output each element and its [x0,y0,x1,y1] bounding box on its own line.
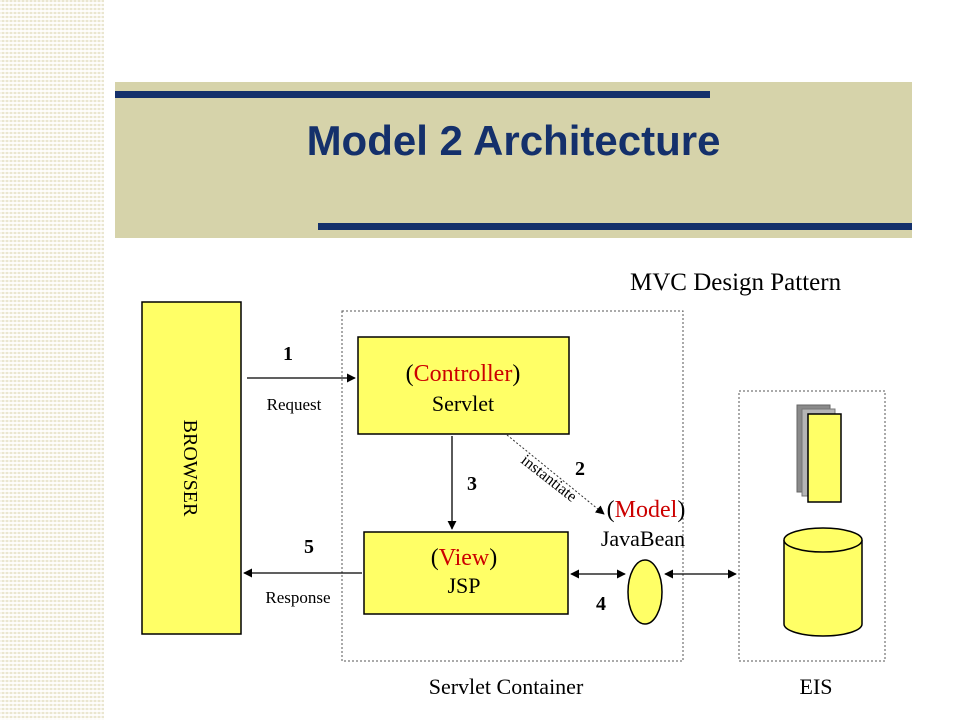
view-role-label: (View) [431,545,498,571]
servlet-container-box [341,310,684,662]
step-3-number: 3 [467,473,477,495]
decorative-stripe [0,0,104,720]
step-2-number: 2 [575,458,585,480]
javabean-ellipse [627,559,663,625]
controller-box [357,336,570,435]
eis-database-top [783,527,863,553]
browser-box [141,301,242,635]
eis-document-front [807,413,842,503]
slide-title: Model 2 Architecture [306,117,721,164]
instantiate-arrow [506,434,605,515]
request-label: Request [267,395,322,414]
title-rule-bottom [318,223,912,230]
eis-database-cylinder [783,540,863,637]
eis-label: EIS [800,674,833,699]
step-4-number: 4 [596,593,606,615]
servlet-container-label: Servlet Container [429,674,584,699]
title-band [115,82,912,238]
step-5-number: 5 [304,536,314,558]
response-label: Response [265,588,330,607]
view-name-label: JSP [447,573,480,598]
eis-container-box [738,390,886,662]
model-role-label: (Model) [607,497,686,523]
title-rule-top [115,91,710,98]
controller-name-label: Servlet [432,391,494,416]
browser-label: BROWSER [179,420,201,517]
controller-role-label: (Controller) [406,361,521,387]
view-box [363,531,569,615]
instantiate-label: instantiate [518,452,580,506]
model-name-label: JavaBean [601,526,685,551]
step-1-number: 1 [283,343,293,365]
diagram-heading: MVC Design Pattern [630,269,842,296]
